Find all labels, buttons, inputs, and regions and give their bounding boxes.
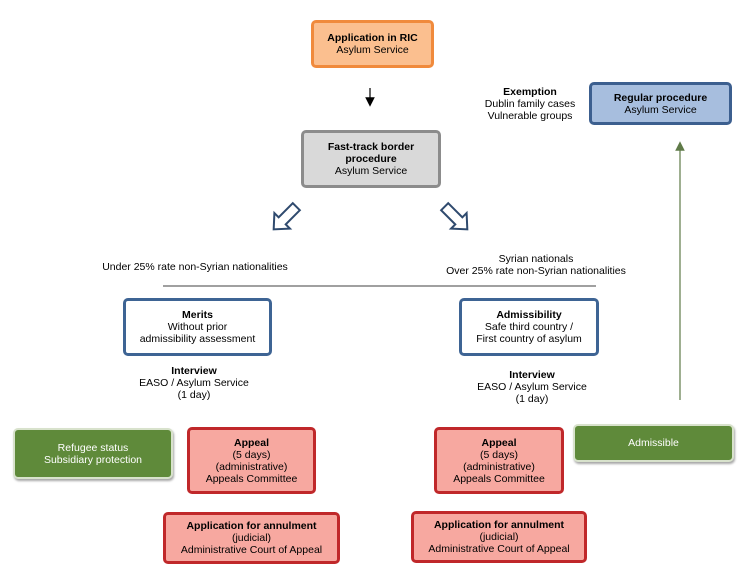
application-sub: Asylum Service [336,44,409,56]
annul-left-line2: Administrative Court of Appeal [180,544,323,556]
annul-right-title: Application for annulment [433,519,565,531]
annulment-right-box: Application for annulment (judicial) Adm… [411,511,587,563]
exemption-line2: Vulnerable groups [487,110,573,122]
interview-right-line1: EASO / Asylum Service [477,381,587,393]
regular-procedure-box: Regular procedure Asylum Service [589,82,732,125]
annul-right-line2: Administrative Court of Appeal [428,543,570,555]
interview-right-title: Interview [509,369,555,381]
regular-sub: Asylum Service [624,103,697,116]
admissibility-title: Admissibility [496,309,562,321]
left-block-arrow-icon [272,201,302,231]
appeal-right-line3: Appeals Committee [453,472,545,485]
right-branch-line1: Syrian nationals [498,253,574,265]
fasttrack-sub: Asylum Service [334,165,408,177]
application-in-ric-box: Application in RIC Asylum Service [311,20,434,68]
merits-line2: admissibility assessment [139,333,256,345]
refugee-status-box: Refugee status Subsidiary protection [13,428,173,479]
interview-left-label: Interview EASO / Asylum Service (1 day) [124,365,264,401]
admissible-label: Admissible [628,437,679,449]
interview-right-line2: (1 day) [515,393,549,405]
appeal-right-box: Appeal (5 days) (administrative) Appeals… [434,427,564,494]
annul-left-title: Application for annulment [186,520,317,532]
merits-title: Merits [182,309,213,321]
merits-box: Merits Without prior admissibility asses… [123,298,272,356]
regular-title: Regular procedure [613,91,708,104]
interview-left-line1: EASO / Asylum Service [139,377,249,389]
annul-right-line1: (judicial) [479,531,519,543]
appeal-right-line2: (administrative) [463,460,535,473]
interview-right-label: Interview EASO / Asylum Service (1 day) [462,369,602,405]
refugee-line1: Refugee status [57,441,129,454]
right-branch-label: Syrian nationals Over 25% rate non-Syria… [430,253,642,277]
right-block-arrow-icon [439,201,469,231]
appeal-right-title: Appeal [481,436,517,449]
annulment-left-box: Application for annulment (judicial) Adm… [163,512,340,564]
refugee-line2: Subsidiary protection [43,453,143,466]
fast-track-box: Fast-track border procedure Asylum Servi… [301,130,441,188]
left-branch-text: Under 25% rate non-Syrian nationalities [102,261,288,273]
exemption-line1: Dublin family cases [484,98,576,110]
appeal-left-line2: (administrative) [215,460,288,473]
merits-line1: Without prior [167,321,228,333]
appeal-right-line1: (5 days) [480,448,518,461]
appeal-left-line3: Appeals Committee [205,472,298,485]
appeal-left-line1: (5 days) [232,448,271,461]
appeal-left-title: Appeal [233,436,269,449]
admissibility-line1: Safe third country / [484,321,574,333]
fasttrack-title: Fast-track border procedure [327,141,415,165]
interview-left-title: Interview [171,365,217,377]
admissibility-line2: First country of asylum [476,333,582,345]
application-title: Application in RIC [327,32,418,44]
admissibility-box: Admissibility Safe third country / First… [459,298,599,356]
annul-left-line1: (judicial) [231,532,272,544]
exemption-label: Exemption Dublin family cases Vulnerable… [470,86,590,122]
admissible-box: Admissible [573,424,734,462]
interview-left-line2: (1 day) [177,389,211,401]
right-branch-line2: Over 25% rate non-Syrian nationalities [446,265,626,277]
exemption-title: Exemption [503,86,557,98]
appeal-left-box: Appeal (5 days) (administrative) Appeals… [187,427,316,494]
left-branch-label: Under 25% rate non-Syrian nationalities [90,261,300,273]
